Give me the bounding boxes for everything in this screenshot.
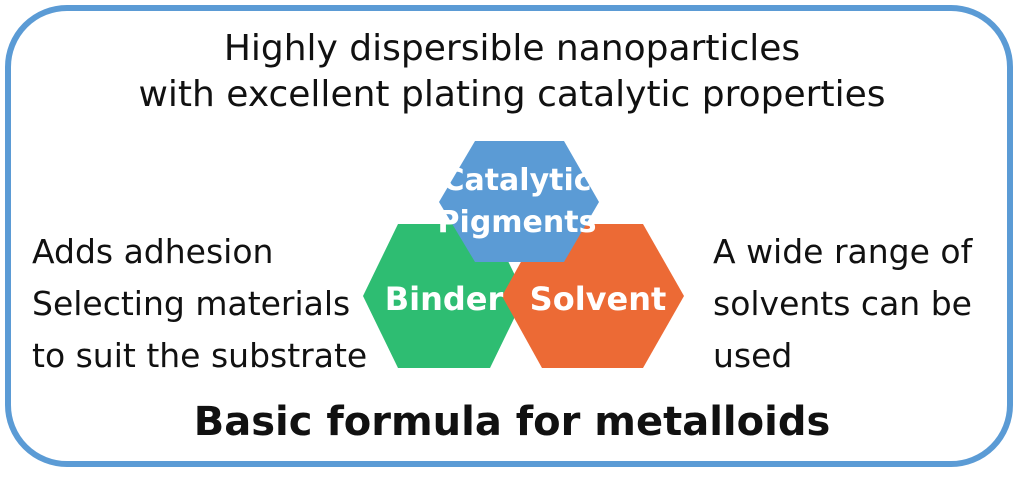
catalytic-label-line-2: Pigments [438, 205, 597, 240]
binder-label: Binder [385, 280, 504, 318]
header-line-1: Highly dispersible nanoparticles [223, 28, 801, 69]
solvent-label: Solvent [530, 280, 667, 318]
solvent-note-line-1: A wide range of [713, 232, 973, 271]
footer-title: Basic formula for metalloids [193, 399, 831, 445]
header-line-2: with excellent plating catalytic propert… [138, 74, 886, 115]
rounded-frame [5, 5, 1013, 467]
header-caption: Highly dispersible nanoparticles with ex… [0, 26, 1024, 118]
catalytic-label-line-1: Catalytic [442, 163, 591, 198]
binder-note-line-1: Adds adhesion [32, 232, 274, 271]
solvent-note: A wide range of solvents can be used [713, 226, 972, 382]
binder-note: Adds adhesion Selecting materials to sui… [32, 226, 367, 382]
binder-note-line-3: to suit the substrate [32, 336, 368, 375]
solvent-note-line-2: solvents can be [713, 284, 972, 323]
solvent-note-line-3: used [713, 336, 793, 375]
catalytic-pigments-hexagon [439, 141, 599, 262]
binder-note-line-2: Selecting materials [32, 284, 351, 323]
